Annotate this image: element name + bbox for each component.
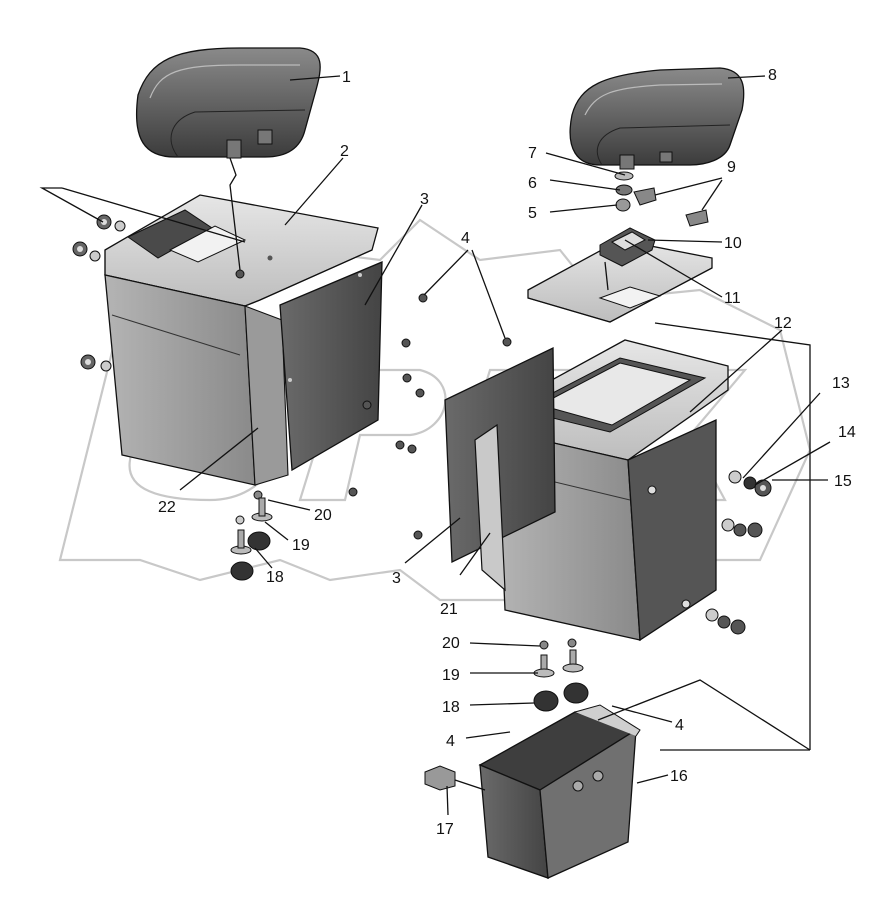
callout-20-right: 20 xyxy=(442,635,460,652)
right-feet-parts-18-19-20 xyxy=(533,638,589,712)
left-side-fasteners xyxy=(72,214,126,372)
part-3-gasket-left xyxy=(279,261,383,472)
callout-22: 22 xyxy=(158,499,176,516)
loose-screws xyxy=(348,293,512,540)
callout-16: 16 xyxy=(670,768,688,785)
callout-20-left: 20 xyxy=(314,507,332,524)
part-22-front-panel xyxy=(104,274,289,486)
part-21-spacer-panel xyxy=(474,423,506,592)
leader-lines xyxy=(39,75,831,816)
callout-3-right: 3 xyxy=(392,570,401,587)
callout-19-left: 19 xyxy=(292,537,310,554)
part-1-armrest-pad xyxy=(136,47,321,159)
parts-13-14-15-washers xyxy=(705,470,772,635)
callout-4-right: 4 xyxy=(675,717,684,734)
callout-18-right: 18 xyxy=(442,699,460,716)
callout-13: 13 xyxy=(832,375,850,392)
part-8-armrest-pad xyxy=(569,67,745,170)
callout-11: 11 xyxy=(724,290,741,307)
callout-19-right: 19 xyxy=(442,667,460,684)
parts-10-11-bracket-plate xyxy=(527,227,713,323)
parts-5-6-7-9-hardware xyxy=(614,171,709,227)
callout-labels: 1 2 3 3 4 4 4 5 6 7 8 9 10 11 12 13 14 1… xyxy=(158,67,856,838)
callout-3-left: 3 xyxy=(420,191,429,208)
callout-7: 7 xyxy=(528,145,537,162)
callout-6: 6 xyxy=(528,175,537,192)
part-3-gasket-right xyxy=(444,346,556,564)
left-feet-parts-18-19-20 xyxy=(230,490,273,581)
callout-18-left: 18 xyxy=(266,569,284,586)
callout-10: 10 xyxy=(724,235,742,252)
part-2-top-plate xyxy=(104,194,379,307)
callout-14: 14 xyxy=(838,424,856,441)
callout-2: 2 xyxy=(340,143,349,160)
callout-21: 21 xyxy=(440,601,458,618)
part-16-storage-box xyxy=(478,704,641,879)
callout-5: 5 xyxy=(528,205,537,222)
callout-17: 17 xyxy=(436,821,454,838)
callout-12: 12 xyxy=(774,315,792,332)
part-17-clip xyxy=(424,765,456,791)
callout-15: 15 xyxy=(834,473,852,490)
callout-4-left: 4 xyxy=(446,733,455,750)
callout-8: 8 xyxy=(768,67,777,84)
callout-9: 9 xyxy=(727,159,736,176)
callout-4-top: 4 xyxy=(461,230,470,247)
callout-1: 1 xyxy=(342,69,351,86)
